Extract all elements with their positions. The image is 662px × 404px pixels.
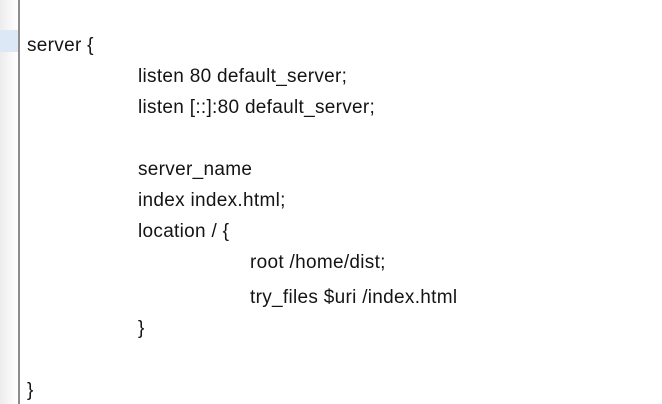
code-line[interactable]: server { (27, 35, 94, 56)
code-line[interactable] (20, 344, 662, 375)
active-line-marker (0, 30, 18, 52)
code-line[interactable] (20, 123, 662, 154)
code-line[interactable]: location / { (138, 221, 230, 242)
code-line[interactable]: server_name (138, 159, 253, 180)
code-line[interactable]: root /home/dist; (250, 252, 386, 273)
code-line[interactable]: } (138, 318, 145, 339)
code-area[interactable]: server { listen 80 default_server;listen … (20, 30, 662, 404)
editor-gutter[interactable] (0, 0, 20, 404)
code-line[interactable]: } (27, 380, 34, 401)
code-line[interactable]: index index.html; (138, 190, 286, 211)
code-line[interactable]: listen [::]:80 default_server; (138, 97, 376, 118)
code-line[interactable]: try_files $uri /index.html (250, 287, 458, 308)
code-line[interactable]: listen 80 default_server; (138, 66, 348, 87)
